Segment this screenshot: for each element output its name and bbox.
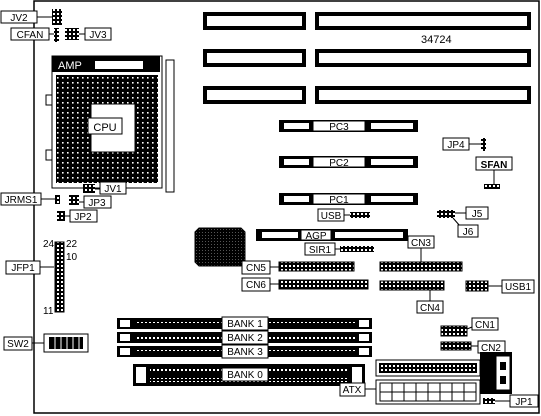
svg-text:SW2: SW2 [7, 339, 29, 350]
svg-text:CN4: CN4 [420, 303, 440, 314]
jrms1-jumper: JRMS1 [0, 192, 60, 206]
svg-text:JFP1: JFP1 [11, 263, 35, 274]
bank-0: BANK 0 [133, 364, 365, 386]
rear-io-block [480, 352, 512, 394]
svg-text:J5: J5 [472, 209, 483, 220]
cfan-connector: CFAN [10, 27, 59, 42]
svg-text:J6: J6 [463, 227, 474, 238]
svg-text:SFAN: SFAN [481, 160, 508, 171]
cn5-connector: CN5 [241, 260, 355, 275]
jfp1-pin-22: 22 [66, 239, 78, 250]
jp3-jumper: JP3 [69, 195, 112, 209]
cpu-lever [165, 59, 175, 193]
pc2-slot: PC2 [279, 156, 418, 169]
bank-3: BANK 3 [117, 344, 372, 359]
svg-text:USB: USB [321, 211, 342, 222]
jp2-jumper: JP2 [57, 209, 98, 223]
jfp1-header: JFP1 24 22 10 11 [5, 239, 78, 317]
svg-text:JRMS1: JRMS1 [5, 195, 38, 206]
bank-2: BANK 2 [117, 330, 372, 345]
pc1-label: PC1 [329, 195, 349, 206]
svg-text:CN1: CN1 [475, 320, 495, 331]
cn4-connector: CN4 [379, 280, 445, 314]
svg-text:JV1: JV1 [104, 184, 122, 195]
pc3-label: PC3 [329, 122, 349, 133]
svg-text:CN6: CN6 [246, 280, 266, 291]
bank-1-label: BANK 1 [227, 319, 263, 330]
svg-text:JP3: JP3 [88, 198, 106, 209]
svg-text:JV2: JV2 [10, 13, 28, 24]
agp-label: AGP [305, 231, 326, 242]
bank-3-label: BANK 3 [227, 347, 263, 358]
sfan-connector: SFAN [475, 156, 513, 189]
pc3-slot: PC3 [279, 120, 418, 133]
jv3-jumper: JV3 [65, 27, 112, 41]
jfp1-pin-24: 24 [43, 239, 55, 250]
jp4-jumper: JP4 [442, 137, 486, 151]
board-number: 34724 [421, 34, 452, 46]
svg-text:JP2: JP2 [74, 212, 92, 223]
svg-text:JP4: JP4 [447, 140, 465, 151]
jfp1-pin-10: 10 [66, 252, 78, 263]
cpu-socket: AMP CPU [45, 55, 175, 193]
pc1-slot: PC1 [279, 193, 418, 206]
top-slots [203, 12, 531, 104]
jp1-jumper: JP1 [483, 394, 539, 408]
cpu-label: CPU [93, 122, 116, 134]
chipset [194, 227, 246, 267]
amp-label: AMP [58, 60, 82, 72]
svg-text:JP1: JP1 [515, 397, 533, 408]
bank-2-label: BANK 2 [227, 333, 263, 344]
pc2-label: PC2 [329, 158, 349, 169]
jv2-jumper: JV2 [0, 9, 62, 25]
svg-text:CN3: CN3 [411, 238, 431, 249]
sir1-header: SIR1 [304, 242, 374, 256]
bank-0-label: BANK 0 [227, 370, 263, 381]
sw2-switch: SW2 [3, 333, 89, 353]
cn3-connector: CN3 [379, 235, 463, 272]
cn1-header: CN1 [440, 317, 499, 337]
svg-text:USB1: USB1 [505, 282, 532, 293]
atx-power-connector: ATX [339, 359, 481, 405]
svg-text:CN5: CN5 [246, 263, 266, 274]
jfp1-pin-11: 11 [43, 306, 54, 317]
j5-jumper: J5 [437, 206, 489, 220]
cn6-connector: CN6 [241, 277, 369, 292]
usb-header: USB [317, 208, 370, 222]
svg-text:CFAN: CFAN [17, 30, 44, 41]
svg-text:SIR1: SIR1 [309, 245, 332, 256]
svg-text:JV3: JV3 [89, 30, 107, 41]
agp-slot: AGP [256, 229, 408, 242]
usb1-connector: USB1 [465, 279, 535, 294]
j6-jumper: J6 [452, 217, 479, 238]
svg-text:CN2: CN2 [481, 343, 501, 354]
atx-label: ATX [343, 385, 362, 396]
jv1-jumper: JV1 [83, 181, 127, 195]
bank-1: BANK 1 [117, 316, 372, 331]
